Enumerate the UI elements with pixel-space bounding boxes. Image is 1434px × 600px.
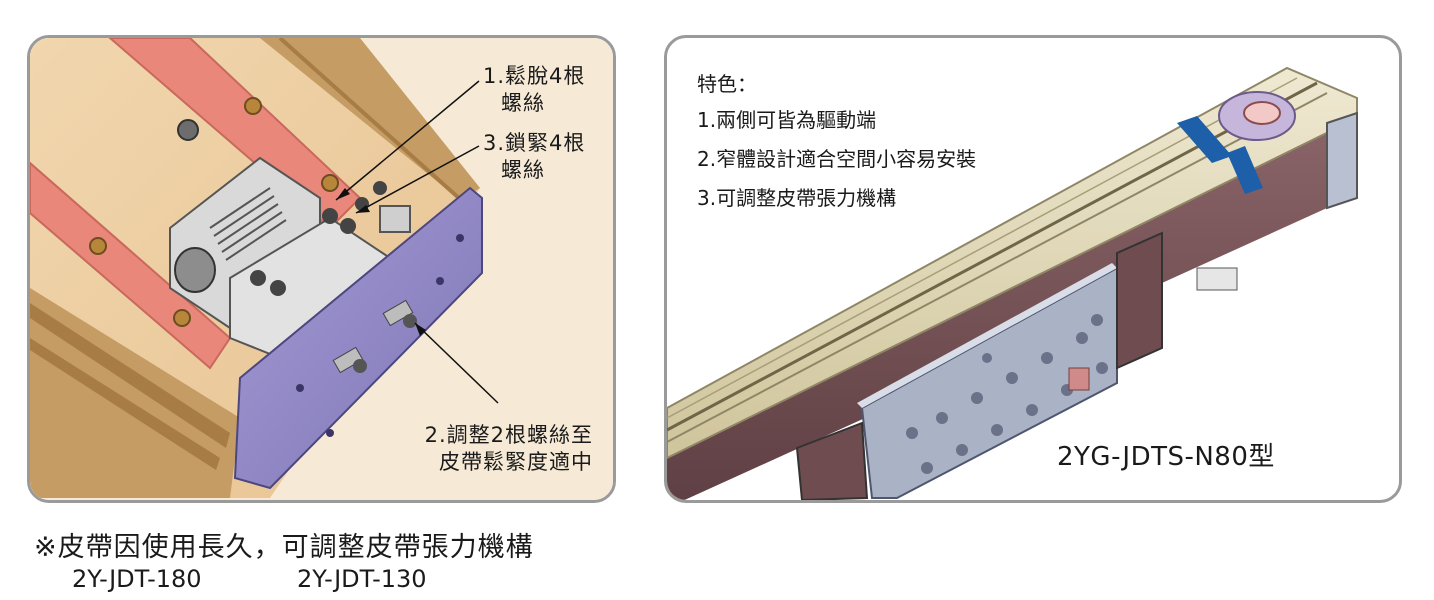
carriage-plate [860, 266, 1118, 499]
annotation-tighten-screws: 3.鎖緊4根 螺絲 [483, 130, 585, 184]
caption-text: ※皮帶因使用長久，可調整皮帶張力機構 [34, 532, 534, 563]
feature-item: 2.窄體設計適合空間小容易安裝 [697, 147, 977, 171]
annotation-3-line1: 3.鎖緊4根 [483, 131, 586, 155]
belt-tensioner-drawing [30, 38, 613, 500]
annotation-2-line1: 2.調整2根螺絲至 [424, 423, 593, 447]
annotation-3-line2: 螺絲 [501, 158, 545, 182]
linear-actuator-drawing [667, 66, 1358, 500]
model-code-1: 2Y-JDT-180 [72, 565, 202, 593]
model-code-2: 2Y-JDT-130 [297, 565, 427, 593]
annotation-adjust-screws: 2.調整2根螺絲至 皮帶鬆緊度適中 [425, 422, 593, 476]
feature-item: 1.兩側可皆為驅動端 [697, 108, 877, 132]
right-illustration-panel: 特色： 1.兩側可皆為驅動端 2.窄體設計適合空間小容易安裝 3.可調整皮帶張力… [664, 35, 1402, 503]
annotation-loosen-screws: 1.鬆脫4根 螺絲 [483, 63, 585, 117]
annotation-1-line1: 1.鬆脫4根 [483, 64, 586, 88]
model-name-label: 2YG-JDTS-N80型 [1057, 442, 1275, 472]
features-title: 特色： [697, 72, 757, 96]
feature-item: 3.可調整皮帶張力機構 [697, 186, 897, 210]
annotation-1-line2: 螺絲 [501, 91, 545, 115]
left-illustration-panel: 1.鬆脫4根 螺絲 3.鎖緊4根 螺絲 2.調整2根螺絲至 皮帶鬆緊度適中 [27, 35, 616, 503]
annotation-2-line2: 皮帶鬆緊度適中 [439, 450, 593, 474]
purple-end-plate [233, 186, 483, 490]
